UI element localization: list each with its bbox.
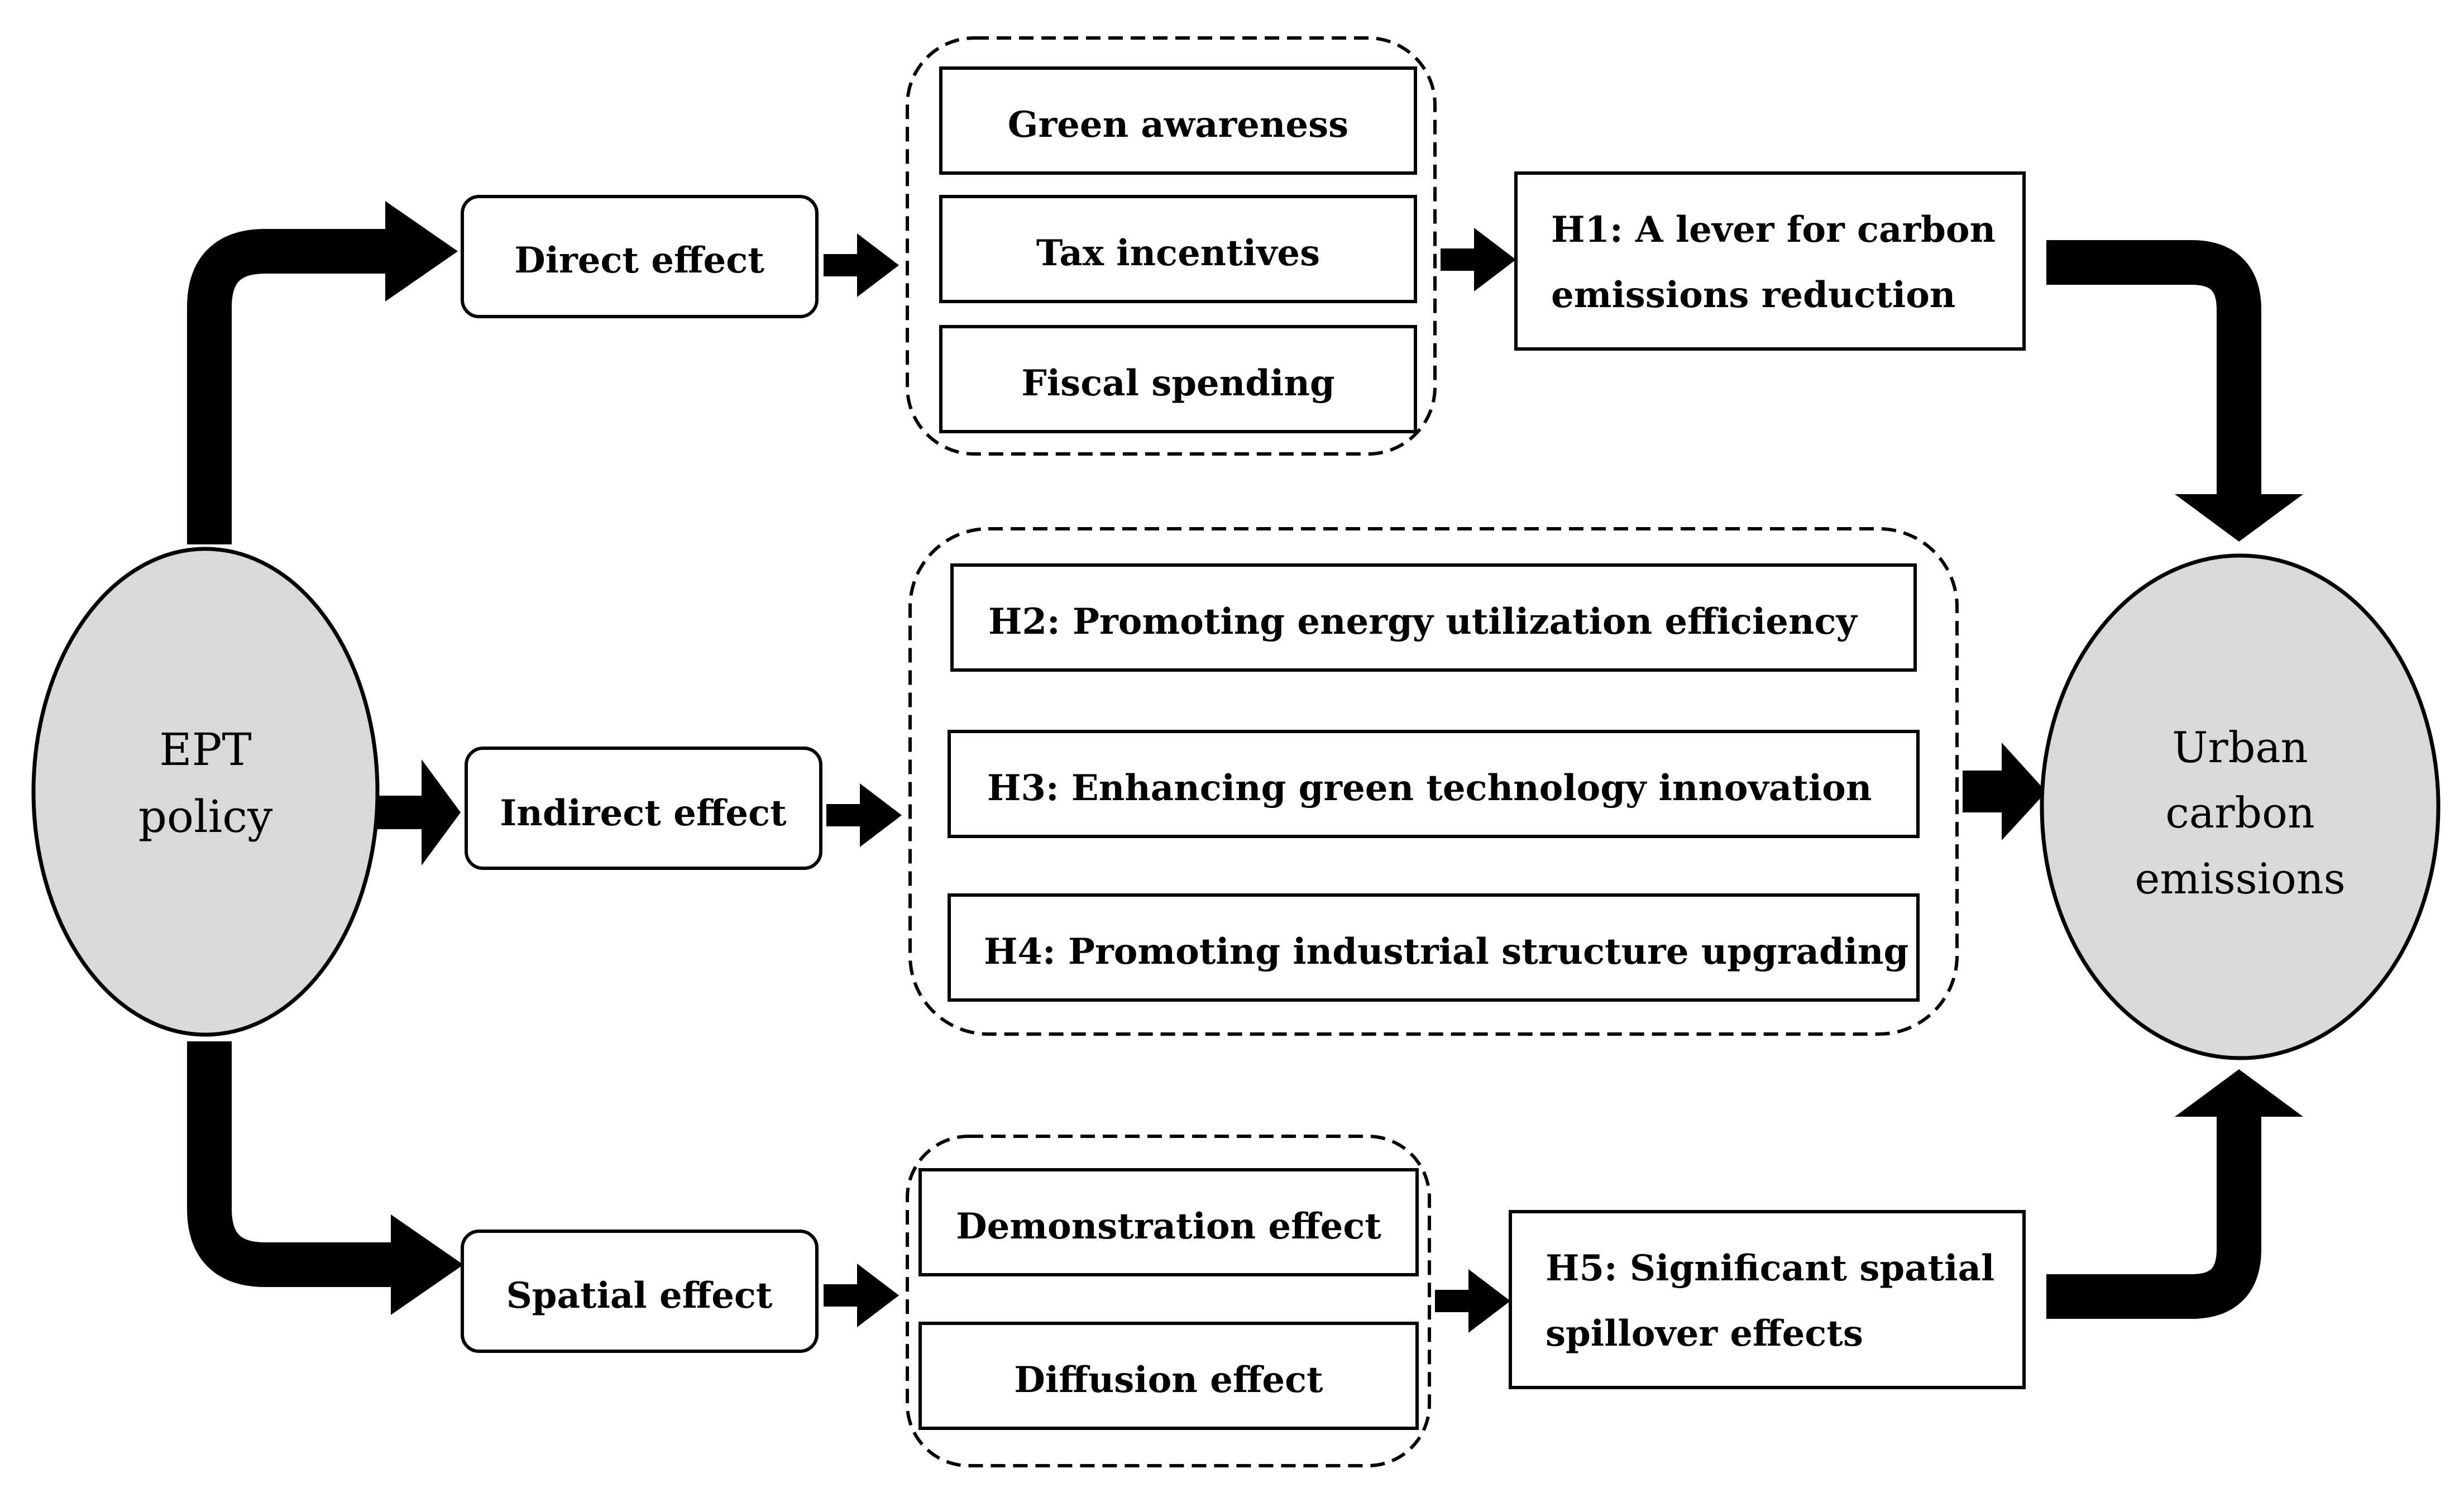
indirect-effect-label: Indirect effect [500, 792, 787, 834]
arrowhead-ept-to-indirect [422, 759, 461, 865]
target-label-line3: emissions [2135, 854, 2345, 903]
hypothesis-h1-box [1514, 171, 2026, 351]
mechanism-box [918, 1322, 1419, 1430]
arrow-indirect-to-hypotheses-shaft [826, 804, 863, 826]
target-label-line1: Urban [2172, 723, 2308, 772]
mechanism-box [939, 195, 1417, 303]
ept-policy-label-line2: policy [138, 791, 273, 843]
arrowhead-mechanisms-to-h1 [1474, 228, 1516, 291]
ept-policy-ellipse [31, 547, 380, 1037]
direct-mechanisms-group [906, 36, 1437, 456]
mechanism-diffusion-effect: Diffusion effect [1014, 1359, 1323, 1401]
target-label-line2: carbon [2165, 788, 2315, 838]
hypothesis-box [950, 563, 1917, 672]
spatial-mechanisms-group [906, 1135, 1431, 1467]
direct-effect-node: Direct effect [461, 195, 819, 318]
direct-effect-label: Direct effect [514, 240, 764, 281]
mechanism-box [918, 1168, 1419, 1276]
arrowhead-indirect-to-hypotheses [860, 783, 902, 847]
urban-carbon-emissions-ellipse [2040, 553, 2441, 1060]
mechanism-demonstration-effect: Demonstration effect [956, 1206, 1381, 1247]
mechanism-box [939, 325, 1417, 433]
hypothesis-box [948, 730, 1920, 838]
direct-mechanisms: Green awareness Tax incentives Fiscal sp… [939, 66, 1417, 433]
hypothesis-h5-line2: spillover effects [1546, 1313, 1863, 1355]
arrowhead-h1-to-target [2175, 494, 2303, 542]
spatial-effect-label: Spatial effect [506, 1275, 773, 1317]
connector-arrows [824, 228, 1516, 1333]
indirect-effect-node: Indirect effect [465, 747, 822, 870]
arrowhead-ept-to-direct [385, 201, 458, 302]
arrow-ept-to-direct [187, 229, 391, 544]
mechanism-green-awareness: Green awareness [1008, 104, 1348, 146]
arrow-mechanisms-to-h1-shaft [1441, 248, 1477, 271]
indirect-hypotheses-group [908, 527, 1959, 1036]
hypothesis-h3: H3: Enhancing green technology innovatio… [987, 767, 1872, 809]
arrow-h1-to-target [2046, 240, 2261, 500]
hypothesis-h1-line2: emissions reduction [1551, 274, 1955, 316]
arrow-spatial-to-mechanisms-shaft [824, 1284, 860, 1307]
mechanism-tax-incentives: Tax incentives [1036, 232, 1320, 274]
hypothesis-box [948, 893, 1920, 1002]
spatial-effect-box [461, 1230, 819, 1353]
direct-effect-box [461, 195, 819, 318]
hypothesis-h5-box [1509, 1210, 2026, 1389]
urban-carbon-emissions-node: Urban carbon emissions [2040, 553, 2441, 1060]
arrow-direct-to-mechanisms-shaft [824, 254, 860, 276]
hypothesis-h5-line1: H5: Significant spatial [1546, 1247, 1994, 1289]
hypothesis-h5-node: H5: Significant spatial spillover effect… [1509, 1210, 2026, 1389]
flow-arrows [187, 201, 2303, 1319]
ept-policy-node: EPT policy [31, 547, 380, 1037]
hypothesis-h4: H4: Promoting industrial structure upgra… [984, 931, 1908, 973]
arrowhead-direct-to-mechanisms [857, 233, 899, 297]
arrow-ept-to-indirect-shaft [377, 796, 427, 829]
indirect-effect-box [465, 747, 822, 870]
arrowhead-indirect-to-target [2002, 743, 2046, 840]
arrow-indirect-to-target-shaft [1963, 771, 2007, 812]
arrowhead-ept-to-spatial [391, 1214, 463, 1315]
arrowhead-h5-to-target [2175, 1069, 2303, 1117]
arrow-h5-to-target [2046, 1111, 2261, 1319]
spatial-effect-node: Spatial effect [461, 1230, 819, 1353]
arrow-mechanisms-to-h5-shaft [1435, 1290, 1471, 1312]
hypothesis-h1-node: H1: A lever for carbon emissions reducti… [1514, 171, 2026, 351]
indirect-hypotheses: H2: Promoting energy utilization efficie… [948, 563, 1920, 1002]
mechanism-box [939, 66, 1417, 175]
arrow-ept-to-spatial [187, 1041, 396, 1287]
ept-policy-label-line1: EPT [159, 724, 252, 776]
arrowhead-mechanisms-to-h5 [1468, 1269, 1510, 1333]
arrowhead-spatial-to-mechanisms [857, 1264, 899, 1327]
spatial-mechanisms: Demonstration effect Diffusion effect [918, 1168, 1419, 1430]
hypothesis-h2: H2: Promoting energy utilization efficie… [988, 601, 1858, 643]
mechanism-fiscal-spending: Fiscal spending [1021, 362, 1334, 404]
hypothesis-h1-line1: H1: A lever for carbon [1551, 209, 1996, 251]
